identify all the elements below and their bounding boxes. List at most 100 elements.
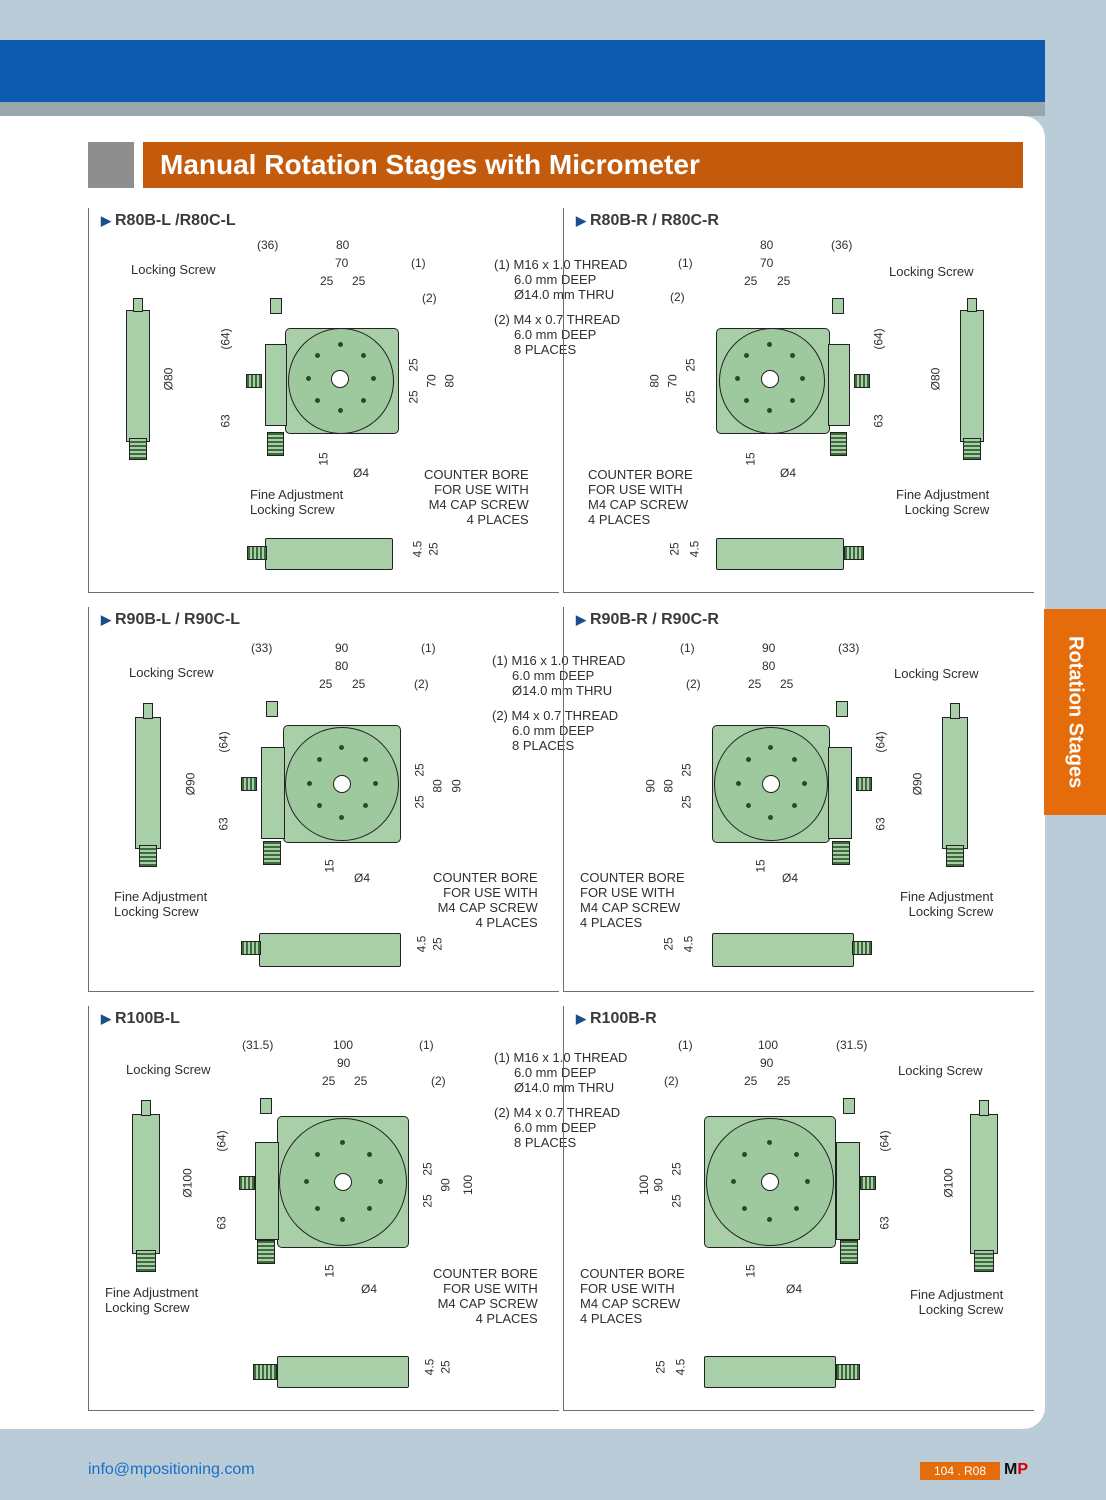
callout-1: (1) — [678, 1038, 693, 1052]
panel-r90-right: ▶R90B-R / R90C-R Locking Screw (1) (2) 9… — [563, 607, 1034, 992]
center-bore — [333, 775, 351, 793]
dim-4-5: 4.5 — [673, 1358, 688, 1376]
v-spacing: 25 — [679, 795, 694, 809]
panel-title: ▶R100B-R — [576, 1010, 657, 1027]
micrometer-housing — [828, 747, 852, 839]
tapped-hole — [792, 757, 797, 762]
locking-screw-label: Locking Screw — [126, 1062, 211, 1077]
v-width2: 80 — [430, 779, 445, 793]
width-dim: 80 — [760, 238, 774, 252]
callout-1: (1) — [421, 641, 436, 655]
tapped-hole — [367, 1206, 372, 1211]
micrometer-knob — [840, 1240, 858, 1264]
v-width2: 90 — [438, 1178, 453, 1192]
side-tab-rotation-stages[interactable]: Rotation Stages — [1044, 609, 1106, 815]
dim-dia4: Ø4 — [786, 1282, 803, 1296]
side-locking-screw — [143, 703, 153, 719]
spacing1-dim: 25 — [320, 274, 334, 288]
micrometer-knob — [257, 1240, 275, 1264]
dim-64: (64) — [873, 731, 888, 753]
width2-dim: 70 — [335, 256, 349, 270]
side-dim: (33) — [838, 641, 860, 655]
front-view — [712, 933, 854, 967]
panel-title: ▶R90B-R / R90C-R — [576, 611, 719, 628]
tapped-hole — [744, 353, 749, 358]
top-blue-band — [0, 40, 1045, 102]
v-spacing: 25 — [420, 1162, 435, 1176]
tapped-hole — [767, 342, 772, 347]
dim-4-5: 4.5 — [410, 540, 425, 558]
mp-logo: MP — [1004, 1461, 1028, 1478]
fine-adjustment-screw — [246, 374, 262, 388]
micrometer-knob — [830, 432, 847, 456]
tapped-hole — [767, 408, 772, 413]
side-locking-screw — [967, 298, 977, 312]
locking-screw — [832, 298, 844, 314]
dim-4-5: 4.5 — [687, 540, 702, 558]
dim-4-5: 4.5 — [414, 935, 429, 953]
spacing2-dim: 25 — [777, 274, 791, 288]
dim-63: 63 — [873, 817, 888, 831]
callout-1: (1) — [678, 256, 693, 270]
tapped-hole — [339, 815, 344, 820]
tapped-hole — [742, 1152, 747, 1157]
tapped-hole — [805, 1179, 810, 1184]
dim-63: 63 — [877, 1216, 892, 1230]
side-dim: (36) — [257, 238, 279, 252]
spacing1-dim: 25 — [748, 677, 762, 691]
dim-63: 63 — [871, 414, 886, 428]
dim-dia4: Ø4 — [361, 1282, 378, 1296]
dim-4-5: 4.5 — [422, 1358, 437, 1376]
micrometer-housing — [255, 1142, 279, 1240]
side-view-body — [135, 717, 161, 849]
micrometer-knob — [963, 438, 981, 460]
side-dim: (33) — [251, 641, 273, 655]
side-dim: (31.5) — [242, 1038, 274, 1052]
page-sheet — [0, 116, 1045, 1429]
side-tab-label: Rotation Stages — [1064, 635, 1087, 789]
v-width2: 70 — [424, 374, 439, 388]
spacing2-dim: 25 — [352, 677, 366, 691]
fine-adjustment-screw — [241, 777, 257, 791]
tapped-hole — [371, 376, 376, 381]
panel-r80-right: ▶R80B-R / R80C-R Locking Screw 80 (36) 7… — [563, 208, 1034, 593]
side-dim: (36) — [831, 238, 853, 252]
diameter-dim: Ø100 — [941, 1168, 956, 1198]
dim-64: (64) — [877, 1130, 892, 1152]
tapped-hole — [767, 1140, 772, 1145]
dim-63: 63 — [216, 817, 231, 831]
dim-dia4: Ø4 — [354, 871, 371, 885]
side-view-body — [126, 310, 150, 442]
v-spacing: 25 — [406, 390, 421, 404]
micrometer-knob — [139, 845, 157, 867]
dim-25: 25 — [653, 1360, 668, 1374]
tapped-hole — [800, 376, 805, 381]
spacing1-dim: 25 — [744, 1074, 758, 1088]
spacing1-dim: 25 — [322, 1074, 336, 1088]
micrometer-housing — [261, 747, 285, 839]
tapped-hole — [746, 803, 751, 808]
width2-dim: 80 — [762, 659, 776, 673]
micrometer-knob — [832, 841, 850, 865]
tapped-hole — [736, 781, 741, 786]
dim-dia4: Ø4 — [782, 871, 799, 885]
tapped-hole — [315, 1206, 320, 1211]
width-dim: 100 — [333, 1038, 354, 1052]
contact-email-link[interactable]: info@mpositioning.com — [88, 1461, 255, 1478]
front-view — [277, 1356, 409, 1388]
front-view — [259, 933, 401, 967]
tapped-hole — [340, 1140, 345, 1145]
panel-r90-left: ▶R90B-L / R90C-L Locking Screw (33) 90 8… — [88, 607, 559, 992]
dim-63: 63 — [214, 1216, 229, 1230]
locking-screw — [843, 1098, 855, 1114]
tapped-hole — [338, 342, 343, 347]
tapped-hole — [790, 398, 795, 403]
